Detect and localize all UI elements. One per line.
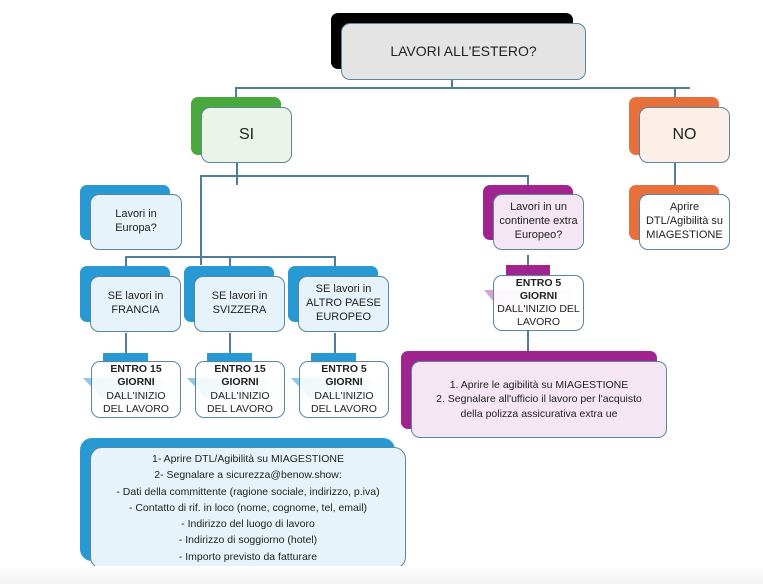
deadline-line: DALL'INIZIO xyxy=(210,389,270,402)
instruction-line: - Dati della committente (ragione social… xyxy=(116,485,380,498)
connector-to-no xyxy=(674,87,676,97)
deadline-bold-line: GIORNI xyxy=(221,376,259,389)
branch-francia-box[interactable]: SE lavori in FRANCIA xyxy=(90,276,181,332)
connector-to-europe xyxy=(200,175,202,265)
instruction-line: 2- Segnalare a sicurezza@benow.show: xyxy=(154,469,342,482)
connector-to-svizzera xyxy=(229,256,231,266)
instruction-line: - Importo previsto da fatturare xyxy=(178,550,318,563)
branch-label-line: SE lavori in xyxy=(107,290,164,303)
connector-to-altro xyxy=(334,256,336,266)
branch-label-line: EUROPEO xyxy=(315,310,371,323)
connector-to-extra-europe xyxy=(527,175,529,185)
instruction-line: della polizza assicurativa extra ue xyxy=(460,407,618,420)
branch-svizzera-box[interactable]: SE lavori in SVIZZERA xyxy=(194,276,285,332)
instruction-line: 1- Aprire DTL/Agibilità su MIAGESTIONE xyxy=(152,453,344,466)
yes-label: SI xyxy=(238,126,255,143)
connector-extra-down xyxy=(527,255,529,265)
europe-instructions-box[interactable]: 1- Aprire DTL/Agibilità su MIAGESTIONE 2… xyxy=(90,447,406,569)
deadline-francia-box[interactable]: ENTRO 15 GIORNI DALL'INIZIO DEL LAVORO xyxy=(91,361,181,418)
extra-europe-instructions-box[interactable]: 1. Aprire le agibilità su MIAGESTIONE 2.… xyxy=(411,361,667,438)
connector-root-horizontal xyxy=(235,87,690,89)
deadline-bold-line: GIORNI xyxy=(325,376,363,389)
extra-europe-deadline-arrow-bar xyxy=(506,265,550,277)
connector-francia-down xyxy=(125,333,127,353)
connector-si-horizontal xyxy=(200,175,528,177)
europe-question-line: Lavori in xyxy=(115,208,157,221)
instruction-line: - Contatto di rif. in loco (nome, cognom… xyxy=(128,501,368,514)
europe-question-line: Europa? xyxy=(115,222,157,234)
deadline-line: LAVORO xyxy=(517,316,560,329)
deadline-bold-line: ENTRO 15 xyxy=(110,363,162,376)
root-node-box[interactable]: LAVORI ALL'ESTERO? xyxy=(341,23,586,80)
deadline-line: DALL'INIZIO DEL xyxy=(497,303,580,315)
deadline-svizzera-box[interactable]: ENTRO 15 GIORNI DALL'INIZIO DEL LAVORO xyxy=(195,361,285,418)
no-action-line: Aprire xyxy=(669,201,700,214)
connector-si-down xyxy=(236,160,238,185)
extra-europe-question-line: continente extra xyxy=(499,215,578,228)
branch-label-line: ALTRO PAESE xyxy=(306,297,381,310)
deadline-line: DALL'INIZIO xyxy=(314,389,374,402)
deadline-francia-arrow-bar xyxy=(103,353,148,363)
branch-label-line: FRANCIA xyxy=(111,304,160,316)
branch-label-line: SE lavori in xyxy=(315,283,372,296)
deadline-line: DEL LAVORO xyxy=(207,402,273,415)
connector-to-francia xyxy=(125,256,127,266)
connector-svizzera-down xyxy=(229,333,231,353)
branch-label-line: SVIZZERA xyxy=(212,304,267,316)
extra-europe-question-line: Lavori in un xyxy=(510,201,567,214)
extra-europe-question-line: Europeo? xyxy=(514,228,563,241)
connector-no-down xyxy=(674,160,676,185)
root-question: LAVORI ALL'ESTERO? xyxy=(390,42,537,59)
branch-altro-box[interactable]: SE lavori in ALTRO PAESE EUROPEO xyxy=(298,276,389,332)
deadline-bold-line: GIORNI xyxy=(117,376,155,389)
instruction-line: - Indirizzo di soggiorno (hotel) xyxy=(178,534,318,547)
instruction-line: 2. Segnalare all'ufficio il lavoro per l… xyxy=(436,393,642,406)
connector-altro-down xyxy=(334,333,336,353)
yes-node-box[interactable]: SI xyxy=(201,107,292,163)
instruction-line: - Indirizzo del luogo di lavoro xyxy=(181,518,315,531)
page-bottom-fade xyxy=(0,566,763,584)
instruction-line: 1. Aprire le agibilità su MIAGESTIONE xyxy=(449,379,629,392)
connector-to-si xyxy=(235,87,237,97)
deadline-bold-line: ENTRO 5 xyxy=(515,276,562,289)
no-action-line: DTL/Agibilità su xyxy=(645,215,724,228)
deadline-bold-line: ENTRO 15 xyxy=(214,363,266,376)
deadline-bold-line: GIORNI xyxy=(519,289,558,302)
extra-europe-deadline-box[interactable]: ENTRO 5 GIORNI DALL'INIZIO DEL LAVORO xyxy=(493,275,584,331)
deadline-altro-arrow-bar xyxy=(311,353,356,363)
deadline-line: DEL LAVORO xyxy=(103,402,169,415)
no-action-box[interactable]: Aprire DTL/Agibilità su MIAGESTIONE xyxy=(639,194,730,250)
deadline-svizzera-arrow-bar xyxy=(207,353,252,363)
deadline-bold-line: ENTRO 5 xyxy=(321,363,367,376)
no-label: NO xyxy=(672,126,697,143)
europe-question-box[interactable]: Lavori in Europa? xyxy=(90,194,182,250)
no-node-box[interactable]: NO xyxy=(639,107,730,163)
deadline-line: DALL'INIZIO xyxy=(106,389,166,402)
branch-label-line: SE lavori in xyxy=(211,290,268,303)
no-action-line: MIAGESTIONE xyxy=(646,228,723,241)
extra-europe-question-box[interactable]: Lavori in un continente extra Europeo? xyxy=(493,194,584,250)
deadline-line: DEL LAVORO xyxy=(311,402,377,415)
deadline-altro-box[interactable]: ENTRO 5 GIORNI DALL'INIZIO DEL LAVORO xyxy=(299,361,389,418)
connector-extra-deadline-down xyxy=(527,330,529,352)
